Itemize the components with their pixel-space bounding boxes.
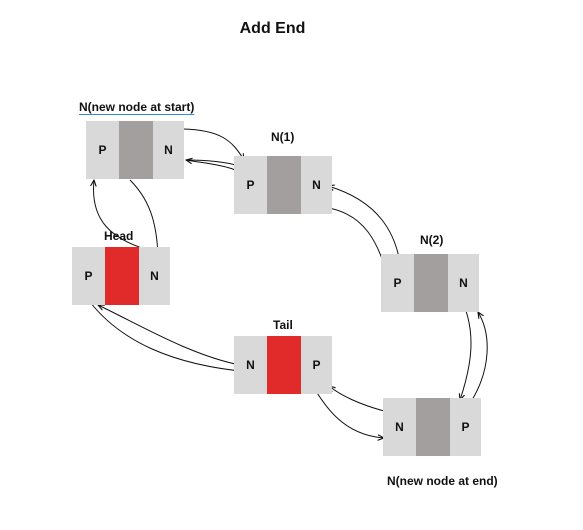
arrow-newend-to-n2 [471, 312, 488, 401]
n1-data-cell [267, 156, 301, 214]
node-head: P N [72, 247, 170, 305]
n2-data-cell [414, 254, 448, 312]
head-next-pointer: N [139, 247, 170, 305]
n2-next-pointer: N [448, 254, 479, 312]
arrow-tail-to-head [98, 305, 241, 366]
tail-data-cell [267, 336, 301, 394]
node-new-end: N P [383, 398, 481, 456]
node-label-tail: Tail [273, 318, 293, 332]
arrow-head-to-tail [89, 301, 250, 372]
new-start-prev-pointer: P [86, 121, 119, 179]
node-label-new-start: N(new node at start) [79, 100, 195, 114]
arrow-newstart-to-n1 [182, 128, 244, 160]
new-end-data-cell [416, 398, 450, 456]
node-label-n2: N(2) [420, 233, 444, 247]
node-label-new-end: N(new node at end) [387, 474, 498, 488]
tail-next-pointer: P [301, 336, 332, 394]
new-end-next-pointer: P [450, 398, 481, 456]
n1-prev-pointer: P [234, 156, 267, 214]
arrow-newend-to-tail [329, 386, 389, 413]
tail-prev-pointer: N [234, 336, 267, 394]
node-n1: P N [234, 156, 332, 214]
head-data-cell [105, 247, 139, 305]
node-label-head: Head [104, 229, 134, 243]
n2-prev-pointer: P [381, 254, 414, 312]
n1-next-pointer: N [301, 156, 332, 214]
head-prev-pointer: P [72, 247, 105, 305]
new-start-next-pointer: N [153, 121, 184, 179]
new-start-data-cell [119, 121, 153, 179]
node-new-start: P N [86, 121, 184, 179]
node-tail: N P [234, 336, 332, 394]
page-title: Add End [239, 20, 306, 37]
new-end-prev-pointer: N [383, 398, 416, 456]
node-n2: P N [381, 254, 479, 312]
node-label-n1: N(1) [271, 130, 295, 144]
